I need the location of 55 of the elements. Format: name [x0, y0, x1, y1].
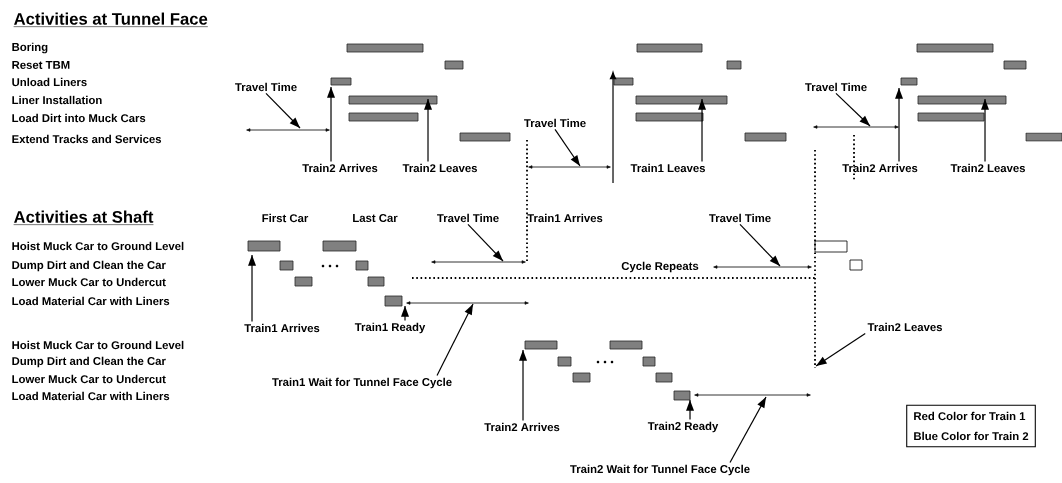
leader-line: [327, 86, 335, 163]
event-label: Train1 Ready: [354, 322, 426, 334]
event-label: Train2 Arrives: [484, 422, 560, 432]
row-label: Hoist Muck Car to Ground Level: [12, 241, 184, 251]
annotation-text: Last Car: [353, 214, 398, 222]
leader-line: [265, 92, 301, 129]
event-label: Travel Time: [805, 82, 867, 92]
event-label: Train2 Arrives: [842, 163, 918, 173]
row-label: Dump Dirt and Clean the Car: [12, 260, 166, 272]
event-label: Train2 Leaves: [867, 322, 942, 332]
leader-line: [835, 92, 871, 127]
leader-line: [815, 332, 866, 367]
event-label: Train2 Arrives: [302, 163, 378, 173]
leader-line: [554, 128, 581, 167]
row-label: Lower Muck Car to Undercut: [12, 277, 166, 287]
annotation-text: Cycle Repeats: [621, 261, 699, 273]
row-label: Hoist Muck Car to Ground Level: [12, 340, 184, 350]
row-label: Lower Muck Car to Undercut: [12, 374, 166, 384]
row-label: Dump Dirt and Clean the Car: [12, 356, 166, 368]
leader-line: [686, 399, 694, 421]
leader-line: [467, 223, 504, 262]
event-label: Travel Time: [524, 118, 586, 128]
leader-line: [739, 223, 781, 267]
event-label: Train1 Leaves: [630, 163, 705, 173]
annotation-text: Train1 Arrives: [527, 213, 603, 223]
row-label: Extend Tracks and Services: [12, 134, 162, 144]
event-label: Train1 Arrives: [244, 323, 320, 333]
legend-box: Red Color for Train 1 Blue Color for Train 2: [906, 404, 1036, 448]
row-label: Load Material Car with Liners: [12, 296, 170, 306]
section-heading: Activities at Shaft: [13, 210, 154, 225]
row-label: Liner Installation: [12, 95, 102, 105]
leader-line: [436, 303, 474, 377]
leader-line: [981, 98, 989, 163]
leader-line: [519, 349, 527, 422]
row-label: Load Dirt into Muck Cars: [12, 113, 146, 123]
leader-line: [401, 305, 409, 322]
row-label: Boring: [12, 42, 48, 54]
row-label: Reset TBM: [12, 61, 70, 69]
row-label: Load Material Car with Liners: [12, 391, 170, 401]
event-label: Train1 Wait for Tunnel Face Cycle: [272, 377, 452, 389]
section-heading: Activities at Tunnel Face: [13, 12, 209, 27]
leader-line: [424, 98, 432, 163]
event-label: Travel Time: [235, 82, 297, 92]
leader-line: [698, 98, 706, 163]
leader-line: [895, 87, 903, 163]
event-label: Train2 Ready: [647, 421, 719, 433]
leader-line: [248, 254, 256, 323]
event-label: Train2 Leaves: [950, 163, 1025, 173]
leader-line: [729, 396, 767, 464]
event-label: Travel Time: [709, 213, 771, 223]
event-label: Train2 Wait for Tunnel Face Cycle: [570, 464, 750, 476]
event-label: Travel Time: [437, 213, 499, 223]
event-label: Train2 Leaves: [402, 163, 477, 173]
row-label: Unload Liners: [12, 77, 87, 87]
annotation-text: First Car: [262, 213, 309, 223]
